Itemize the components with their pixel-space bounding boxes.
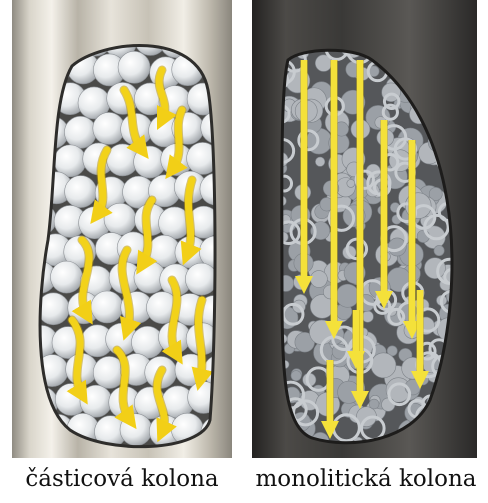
packing-particle — [50, 261, 82, 293]
packing-particle — [65, 176, 97, 208]
packing-particle — [93, 112, 125, 144]
packing-particle — [80, 385, 112, 417]
monolith-column-illustration — [252, 0, 477, 458]
monolith-skeleton — [371, 353, 396, 378]
arrow-down-icon — [198, 300, 202, 380]
packing-particle — [64, 116, 96, 148]
monolith-skeleton — [310, 271, 327, 288]
monolith-skeleton — [434, 245, 444, 255]
packing-particle — [118, 51, 150, 83]
monolith-skeleton — [369, 399, 379, 409]
particle-column-illustration — [12, 0, 232, 458]
monolith-skeleton — [336, 284, 359, 307]
monolith-skeleton — [315, 157, 324, 166]
arrow-down-icon — [172, 280, 177, 355]
monolith-skeleton — [382, 398, 395, 411]
packing-particle — [104, 203, 136, 235]
monolith-skeleton — [347, 179, 355, 187]
packing-particle — [91, 291, 123, 323]
particle-column-caption: částicová kolona — [4, 466, 240, 492]
arrow-down-icon — [187, 180, 192, 255]
packing-particle — [185, 263, 217, 295]
monolith-column-caption: monolitická kolona — [246, 466, 486, 492]
monolith-skeleton — [291, 371, 301, 381]
